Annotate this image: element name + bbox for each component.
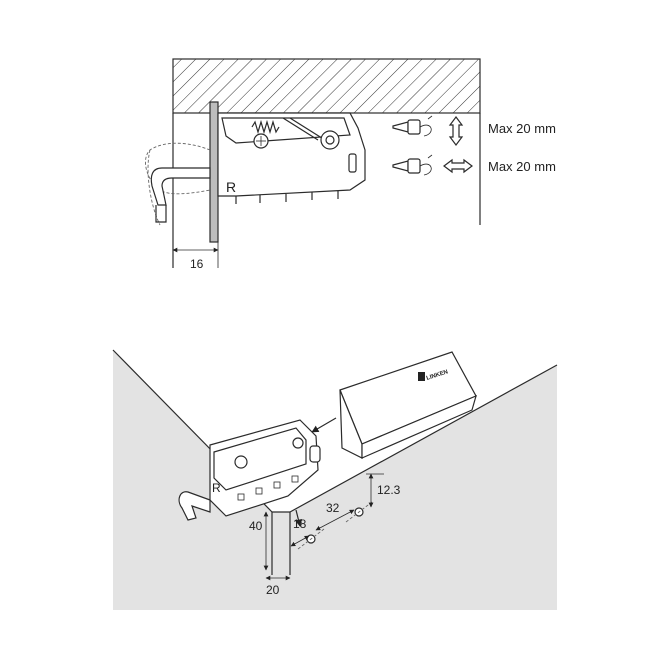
hinge-cup xyxy=(221,117,351,144)
panel-edge-right xyxy=(289,364,558,513)
hinge-slot-icon xyxy=(309,445,321,463)
dim-label-40: 40 xyxy=(249,519,263,533)
dim-label-16: 16 xyxy=(190,257,204,271)
dim-label-18: 18 xyxy=(293,517,307,531)
dim-label-32: 32 xyxy=(326,501,340,515)
hinge-adjust-slot xyxy=(348,153,357,173)
screwdriver-icon-2 xyxy=(392,154,433,176)
hinge-mechanism: R xyxy=(209,419,321,517)
hinge-screw-left xyxy=(253,133,269,149)
handle xyxy=(150,167,211,206)
adjust-vertical-label: Max 20 mm xyxy=(488,121,556,136)
hinge-cover-cap: LINKEN xyxy=(339,351,477,459)
hinge-screw-right xyxy=(320,130,340,150)
hinge-screw-icon-2 xyxy=(292,437,304,449)
drill-hole-icon-2 xyxy=(345,501,373,523)
cabinet-surface xyxy=(113,350,557,610)
dim-label-12-3: 12.3 xyxy=(377,483,401,497)
mounting-pegs xyxy=(235,191,339,204)
top-view: R 16 Max 20 mm Max 20 mm xyxy=(145,58,556,271)
hinge-screw-icon xyxy=(234,455,248,469)
handle-ghost xyxy=(145,142,211,195)
screwdriver-icon xyxy=(392,115,433,137)
drop-arrow-icon xyxy=(294,509,302,527)
brand-logo-icon xyxy=(418,372,425,381)
side-marker-r-bottom: R xyxy=(212,481,221,495)
vertical-arrow-icon xyxy=(448,116,464,146)
handle-clip-bottom xyxy=(178,491,211,521)
hinge-arm-2 xyxy=(289,117,326,141)
handle-ghost-2 xyxy=(147,149,161,226)
dim-line-32 xyxy=(315,509,355,531)
hinge-spring xyxy=(251,119,280,135)
assembly-arrow-icon xyxy=(311,417,337,433)
side-marker-r-top: R xyxy=(226,179,236,195)
dim-label-20: 20 xyxy=(266,583,280,597)
handle-clip xyxy=(155,205,167,223)
top-panel xyxy=(172,58,481,114)
hinge-arm xyxy=(282,117,319,141)
adjust-horizontal-label: Max 20 mm xyxy=(488,159,556,174)
dim-line-18 xyxy=(290,535,310,547)
hinge-body xyxy=(217,112,366,197)
bottom-view: LINKEN R 40 20 xyxy=(112,349,558,610)
horizontal-arrow-icon xyxy=(443,158,473,174)
door-panel xyxy=(209,101,219,243)
